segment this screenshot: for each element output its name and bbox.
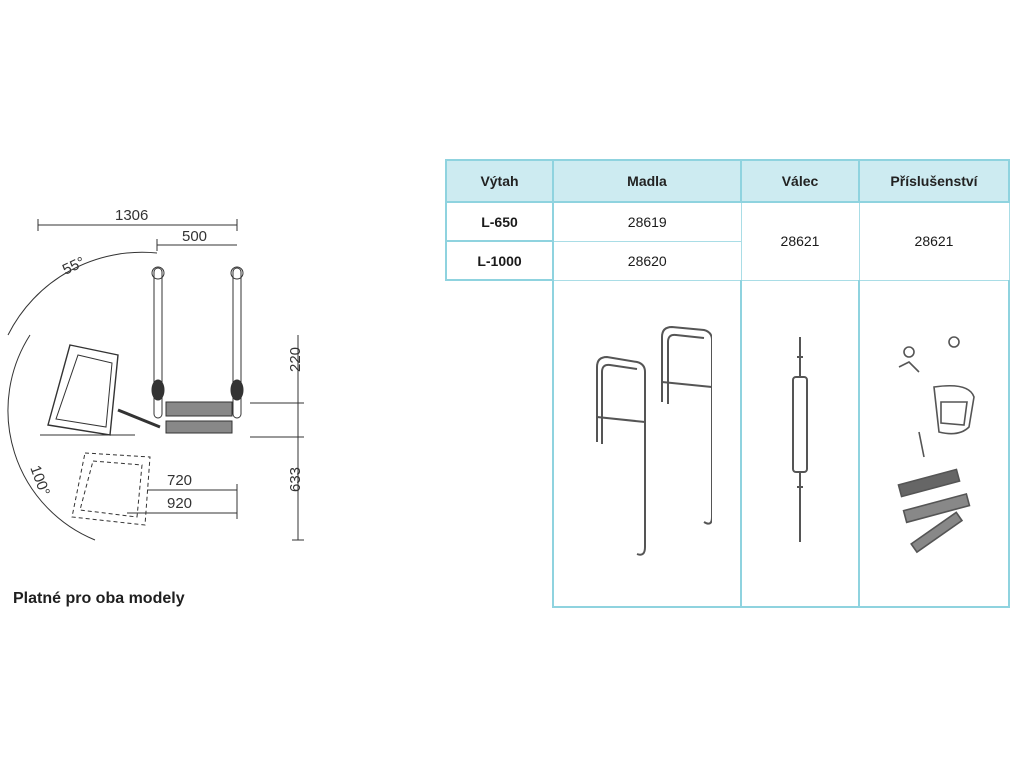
- dim-55-deg: 55°: [60, 254, 88, 279]
- installation-plan-drawing: 1306 500 55° 220 633 720 920 100°: [7, 207, 304, 541]
- prislusenstvi-illustration: [858, 279, 1010, 608]
- dim-720: 720: [167, 472, 192, 489]
- caption-valid-both-models: Platné pro oba modely: [13, 590, 185, 607]
- header-vytah: Výtah: [445, 159, 554, 203]
- dim-1306: 1306: [115, 207, 148, 224]
- dim-633: 633: [287, 467, 304, 492]
- header-valec: Válec: [740, 159, 860, 203]
- valec-code: 28621: [740, 201, 860, 281]
- header-prislusenstvi: Příslušenství: [858, 159, 1010, 203]
- madla-l650: 28619: [552, 201, 742, 242]
- handrail-icon: [596, 325, 713, 556]
- cylinder-icon: [792, 336, 808, 542]
- accessories-icon: [897, 335, 975, 553]
- dim-500: 500: [182, 228, 207, 245]
- row-model-l650: L-650: [445, 201, 554, 242]
- madla-illustration: [552, 279, 742, 608]
- dim-220: 220: [287, 347, 304, 372]
- parts-table: Výtah Madla Válec Příslušenství L-650 28…: [445, 159, 1010, 608]
- madla-l1000: 28620: [552, 240, 742, 281]
- header-madla: Madla: [552, 159, 742, 203]
- row-model-l1000: L-1000: [445, 240, 554, 281]
- valec-illustration: [740, 279, 860, 608]
- dim-920: 920: [167, 495, 192, 512]
- prislusenstvi-code: 28621: [858, 201, 1010, 281]
- dim-100-deg: 100°: [26, 463, 53, 498]
